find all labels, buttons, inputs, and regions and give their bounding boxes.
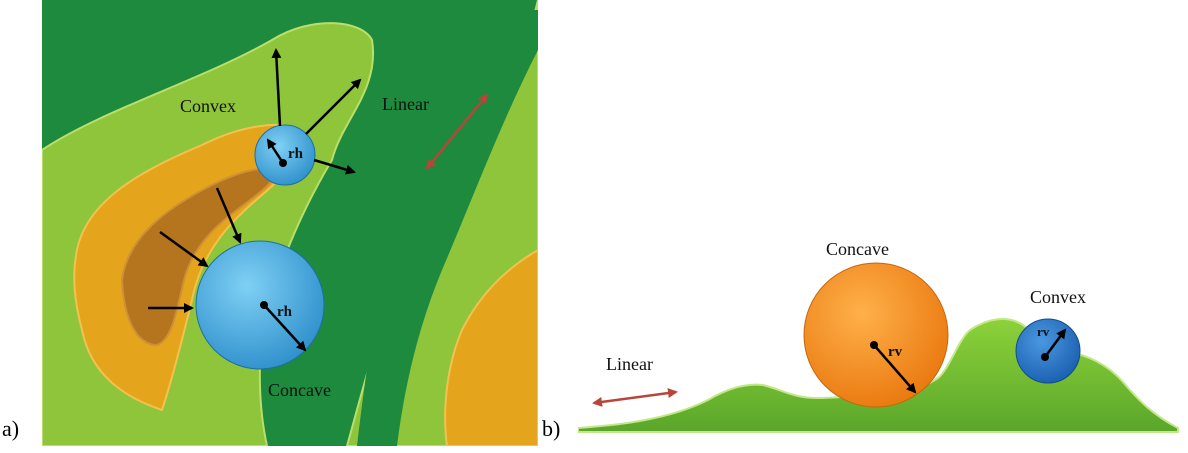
dark-green-channel — [357, 10, 538, 446]
concave-radius-label: rv — [888, 344, 903, 360]
convex-arrow-up — [271, 48, 282, 127]
convex-label: Convex — [180, 96, 236, 116]
yellow-contour-right — [444, 248, 538, 446]
concave-radius-arrow — [873, 344, 917, 394]
convex-radius-label: rh — [288, 146, 304, 162]
linear-double-arrow — [592, 388, 678, 407]
convex-radius-label: rv — [1037, 324, 1050, 339]
linear-double-arrow — [425, 93, 489, 170]
convex-arrow-upright — [305, 78, 362, 135]
concave-label: Concave — [826, 239, 889, 259]
concave-arrow-1 — [215, 187, 242, 244]
panel-a-letter: a) — [2, 416, 20, 441]
linear-label: Linear — [606, 354, 653, 374]
dark-orange-contour — [120, 167, 276, 347]
concave-circle — [803, 262, 949, 408]
concave-label: Concave — [268, 380, 331, 400]
convex-radius-arrow — [1043, 328, 1067, 358]
linear-label: Linear — [382, 94, 429, 114]
panel-a-map: Convex Linear Concave rh rh — [42, 0, 538, 446]
convex-radius-arrow — [266, 138, 285, 164]
concave-arrow-2 — [159, 230, 209, 268]
concave-radius-arrow — [263, 304, 307, 352]
panel-b-letter: b) — [542, 416, 561, 441]
convex-label: Convex — [1030, 287, 1086, 307]
panel-b-profile: Concave Convex Linear rv rv — [578, 239, 1179, 433]
convex-arrow-right — [313, 158, 356, 175]
concave-radius-label: rh — [277, 304, 293, 320]
